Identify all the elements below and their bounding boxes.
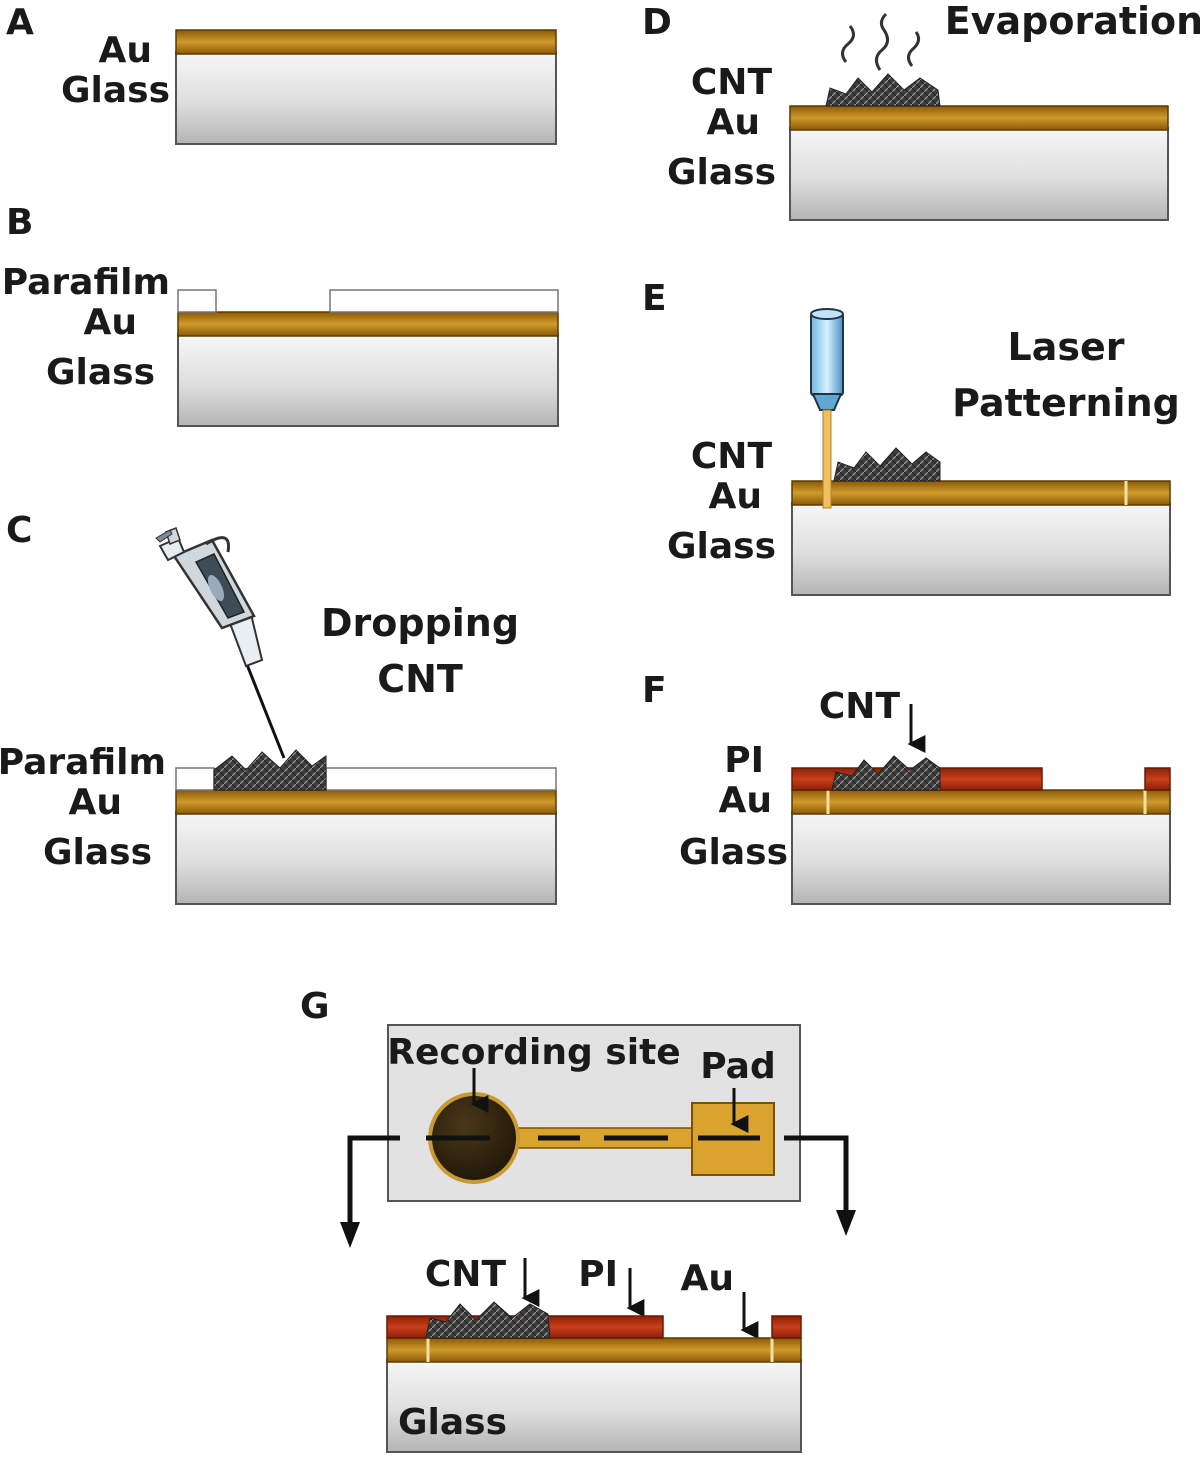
panel-c-au-layer xyxy=(175,789,557,815)
panel-g-section-arrow-right xyxy=(836,1210,856,1236)
panel-d-glass-layer xyxy=(789,127,1169,221)
panel-b-au-label: Au xyxy=(84,302,138,343)
panel-d-au-layer xyxy=(789,105,1169,131)
panel-f-pi-layer-right xyxy=(1144,767,1171,791)
panel-g-section-line xyxy=(347,1135,849,1236)
panel-d-cnt-label: CNT xyxy=(691,62,773,103)
panel-g-letter: G xyxy=(300,986,330,1027)
panel-c-parafilm-right xyxy=(325,767,557,791)
panel-f-cnt-cluster xyxy=(831,755,941,791)
panel-a-au-layer xyxy=(175,29,557,55)
panel-d-au-label: Au xyxy=(707,102,761,143)
panel-e-cnt-cluster xyxy=(833,447,941,482)
panel-f-pi-label: PI xyxy=(724,740,764,781)
panel-c-glass-layer xyxy=(175,811,557,905)
panel-c-letter: C xyxy=(6,510,32,551)
panel-b-glass-label: Glass xyxy=(46,352,155,393)
panel-g-recording-site-label: Recording site xyxy=(387,1032,680,1073)
panel-f-au-label: Au xyxy=(719,780,773,821)
panel-a-letter: A xyxy=(6,2,34,43)
panel-b-parafilm-label: Parafilm xyxy=(2,262,170,303)
panel-b-glass-layer xyxy=(177,333,559,427)
panel-g-pad-label: Pad xyxy=(700,1046,775,1087)
panel-g: G Recording site Pad CNT PI Au G xyxy=(300,986,856,1453)
panel-f-glass-layer xyxy=(791,811,1171,905)
panel-f-au-layer xyxy=(791,789,1171,815)
vapor-icon xyxy=(841,12,921,71)
panel-g-cnt-cluster xyxy=(425,1301,551,1339)
panel-g-trace xyxy=(509,1127,697,1149)
panel-a-glass-label: Glass xyxy=(61,70,170,111)
panel-c-au-label: Au xyxy=(69,782,123,823)
panel-b-parafilm-left xyxy=(177,289,217,313)
panel-e-step-line1: Laser xyxy=(1008,325,1125,369)
panel-f-cnt-label: CNT xyxy=(819,686,901,727)
panel-g-cnt-label: CNT xyxy=(425,1254,507,1295)
laser-icon xyxy=(810,308,844,509)
panel-d-cnt-cluster xyxy=(825,73,941,107)
panel-d-letter: D xyxy=(642,2,672,43)
panel-c-step-line1: Dropping xyxy=(321,601,519,645)
panel-d: D Evaporation CNT Au Glass xyxy=(642,0,1200,221)
panel-a: A Au Glass xyxy=(6,2,557,145)
panel-e: E Laser Patterning CNT Au Glass xyxy=(642,278,1180,596)
panel-c-step-line2: CNT xyxy=(377,657,463,701)
panel-c-parafilm-left xyxy=(175,767,215,791)
panel-g-pi-layer-right xyxy=(771,1315,802,1339)
panel-e-glass-layer xyxy=(791,502,1171,596)
panel-d-glass-label: Glass xyxy=(667,152,776,193)
panel-e-letter: E xyxy=(642,278,667,319)
panel-c-glass-label: Glass xyxy=(43,832,152,873)
panel-c-parafilm-label: Parafilm xyxy=(0,742,166,783)
panel-c: C Dropping CNT Parafilm Au Glass xyxy=(0,510,557,905)
panel-g-section-arrow-left xyxy=(340,1222,360,1248)
panel-b-letter: B xyxy=(6,202,33,243)
panel-a-au-label: Au xyxy=(99,30,153,71)
panel-f-letter: F xyxy=(642,670,667,711)
panel-g-au-layer xyxy=(386,1337,802,1363)
panel-e-au-layer xyxy=(791,480,1171,506)
panel-g-au-label: Au xyxy=(681,1258,735,1299)
pipette-icon xyxy=(155,527,286,759)
panel-f-glass-label: Glass xyxy=(679,832,788,873)
panel-g-glass-layer xyxy=(386,1359,802,1453)
panel-c-cnt-cluster xyxy=(213,749,327,791)
panel-g-glass-label: Glass xyxy=(398,1402,507,1443)
panel-f: F CNT PI Au Glass xyxy=(642,670,1171,905)
panel-a-glass-layer xyxy=(175,51,557,145)
panel-e-au-label: Au xyxy=(709,476,763,517)
panel-e-cnt-label: CNT xyxy=(691,436,773,477)
panel-e-glass-label: Glass xyxy=(667,526,776,567)
panel-d-step: Evaporation xyxy=(945,0,1200,43)
panel-b: B Parafilm Au Glass xyxy=(2,202,559,427)
panel-b-parafilm-right xyxy=(329,289,559,313)
panel-e-step-line2: Patterning xyxy=(952,381,1180,425)
panel-b-au-layer xyxy=(177,311,559,337)
panel-g-pi-label: PI xyxy=(578,1254,618,1295)
